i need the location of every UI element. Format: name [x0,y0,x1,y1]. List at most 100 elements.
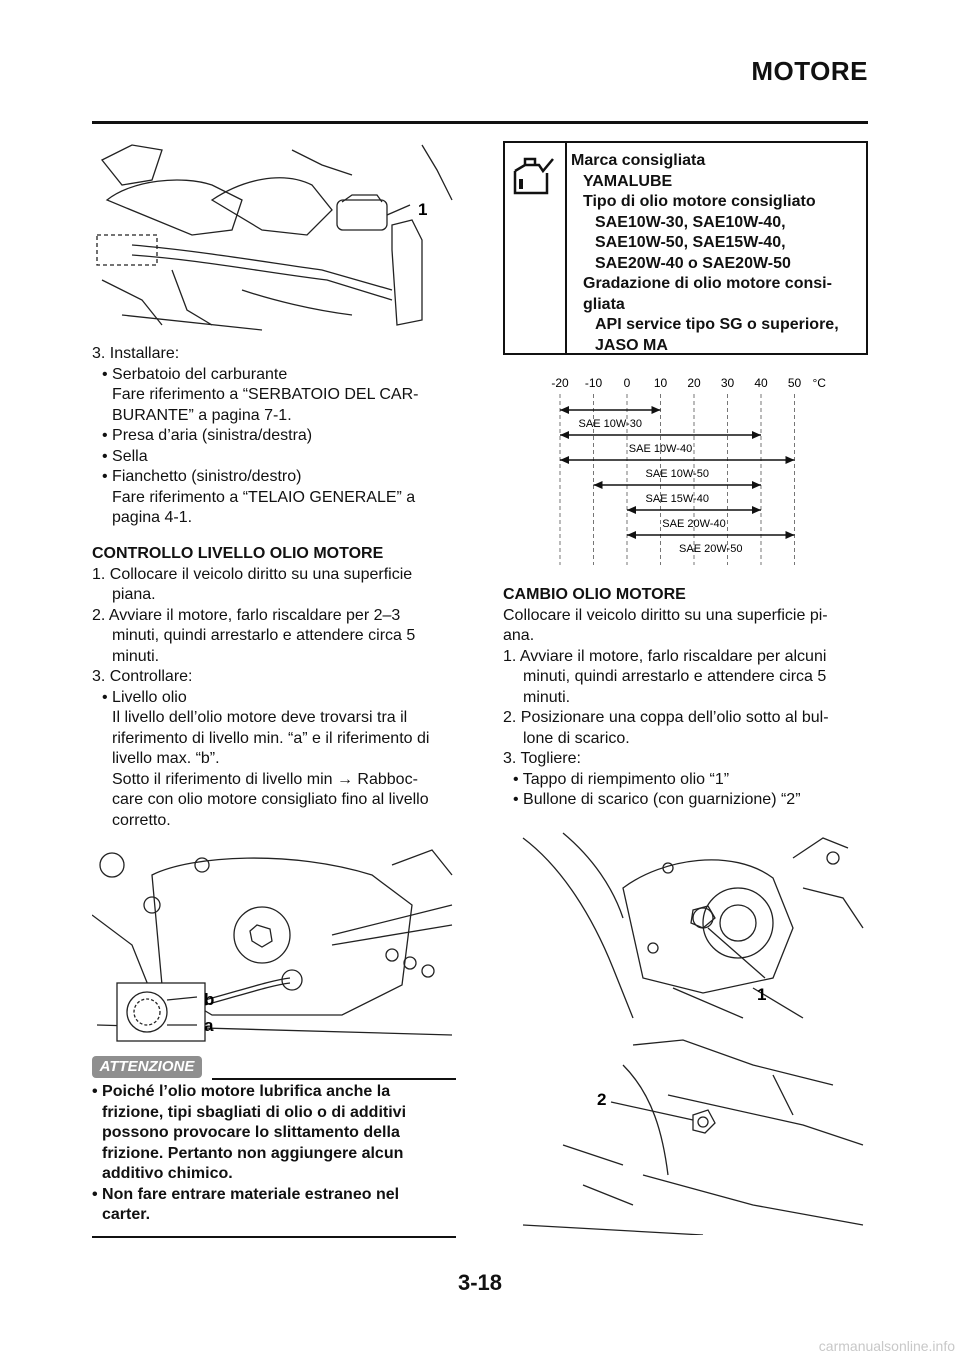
section-heading: CONTROLLO LIVELLO OLIO MOTORE [92,545,384,562]
grade-label: SAE 10W-40 [629,443,692,455]
figure1-callout-1: 1 [418,200,427,219]
caution-line: • Poiché l’olio motore lubrifica anche l… [92,1083,391,1100]
step-line: care con olio motore consigliato fino al… [112,791,429,808]
grade-arrow-right [785,456,795,464]
step-line: livello max. “b”. [112,750,220,767]
install-steps: 3. Installare: • Serbatoio del carburant… [92,344,462,534]
page-title: MOTORE [751,56,868,86]
grade-arrow-left [560,431,569,439]
caution-line: additivo chimico. [102,1165,233,1182]
step-line: minuti, quindi arrestarlo e attendere ci… [112,627,416,644]
step-line: • Tappo di riempimento olio “1” [513,770,730,788]
figure2-callout-a: a [204,1016,214,1035]
temp-tick-label: -20 [551,376,569,390]
step-line: 2. Posizionare una coppa dell’olio sotto… [503,709,829,726]
step-line: ana. [503,627,535,644]
caution-line: carter. [102,1206,151,1223]
section-heading: CAMBIO OLIO MOTORE [503,586,686,603]
step-line: 2. Avviare il motore, farlo riscaldare p… [92,606,401,624]
oil-can-icon [513,157,554,195]
step-line: riferimento di livello min. “a” e il rif… [112,729,430,747]
step-line: minuti, quindi arrestarlo e attendere ci… [523,668,827,685]
grade-arrow-left [593,481,603,489]
step-line: 1. Collocare il veicolo diritto su una s… [92,565,413,583]
oil-spec-box: Marca consigliata YAMALUBE Tipo di olio … [503,141,868,355]
oil-level-window-illustration: b a [92,845,457,1045]
step-line: • Livello olio [102,688,187,706]
caution-badge: ATTENZIONE [92,1056,202,1078]
temp-tick-label: 0 [624,376,631,390]
temp-tick-label: 40 [754,376,768,390]
grade-arrow-right [651,406,661,414]
step-line: piana. [112,586,156,603]
spec-line: SAE10W-50, SAE15W-40, [595,234,786,251]
caution-line: frizione. Pertanto non aggiungere alcun [102,1144,404,1162]
temp-tick-label: 20 [687,376,701,390]
grade-arrow-left [627,506,636,514]
step-line: minuti. [523,688,571,706]
grade-arrow-right [752,481,761,489]
grade-label: SAE 20W-40 [662,518,725,530]
grade-label: SAE 10W-30 [579,418,642,430]
step-line: Il livello dell’olio motore deve trovars… [112,709,408,726]
spec-line: SAE10W-30, SAE10W-40, [595,213,786,231]
step-line: 1. Avviare il motore, farlo riscaldare p… [503,647,827,665]
grade-arrow-right [752,506,761,514]
caution-top-rule [212,1078,456,1080]
spec-line: JASO MA [595,336,668,354]
grade-arrow-left [560,406,569,414]
grade-arrow-right [785,531,795,539]
figure3-callout-1: 1 [757,985,766,1004]
caution-bottom-rule [92,1236,456,1238]
caution-line: frizione, tipi sbagliati di olio o di ad… [102,1103,407,1121]
step-line: • Bullone di scarico (con guarnizione) “… [513,791,801,808]
spec-line: SAE20W-40 o SAE20W-50 [595,254,791,272]
grade-arrow-left [560,456,569,464]
step-line: lone di scarico. [523,729,630,747]
step-line: Collocare il veicolo diritto su una supe… [503,606,828,624]
figure4-callout-2: 2 [597,1090,606,1109]
step-line: corretto. [112,811,171,829]
caution-line: • Non fare entrare materiale estraneo ne… [92,1185,400,1203]
footer-url: carmanualsonline.info [818,1338,955,1354]
temp-tick-label: -10 [585,376,603,390]
spec-line: gliata [583,295,625,313]
install-item: Fare riferimento a “SERBATOIO DEL CAR- [112,386,419,403]
grade-label: SAE 20W-50 [679,543,742,555]
spec-line: Tipo di olio motore consigliato [583,193,816,210]
temp-tick-label: 30 [721,376,735,390]
grade-arrow-right [752,431,761,439]
temp-unit-label: °C [813,376,827,390]
step-line: 3. Togliere: [503,750,581,767]
spec-line: API service tipo SG o superiore, [595,316,839,333]
install-item: • Serbatoio del carburante [102,365,288,383]
spec-line: Gradazione di olio motore consi- [583,275,832,292]
install-step-heading: 3. Installare: [92,345,180,362]
figure2-callout-b: b [204,990,214,1009]
oil-filler-cap-illustration: 1 [503,828,868,1028]
page-number: 3-18 [457,1270,503,1295]
step-line: 3. Controllare: [92,668,193,685]
install-item: • Sella [102,447,148,465]
install-item: Fare riferimento a “TELAIO GENERALE” a [112,488,416,506]
caution-line: possono provocare lo slittamento della [102,1124,400,1141]
header-rule [92,121,868,124]
temp-tick-label: 10 [654,376,668,390]
spec-box-divider [565,143,567,353]
change-oil-section: CAMBIO OLIO MOTORE Collocare il veicolo … [503,585,873,815]
install-item: BURANTE” a pagina 7-1. [112,406,292,424]
step-line: minuti. [112,647,160,665]
spec-line: Marca consigliata [571,152,706,169]
install-item: • Presa d’aria (sinistra/destra) [102,427,313,444]
check-oil-section: CONTROLLO LIVELLO OLIO MOTORE 1. Colloca… [92,544,462,844]
spec-line: YAMALUBE [583,172,673,190]
drain-bolt-illustration: 2 [503,1035,868,1235]
temp-tick-label: 50 [788,376,802,390]
grade-label: SAE 10W-50 [646,468,709,480]
grade-label: SAE 15W-40 [646,493,709,505]
install-item: pagina 4-1. [112,509,193,526]
step-line: Sotto il riferimento di livello min → Ra… [112,770,418,788]
install-item: • Fianchetto (sinistro/destro) [102,468,302,485]
fuel-tank-illustration: 1 [92,140,457,335]
